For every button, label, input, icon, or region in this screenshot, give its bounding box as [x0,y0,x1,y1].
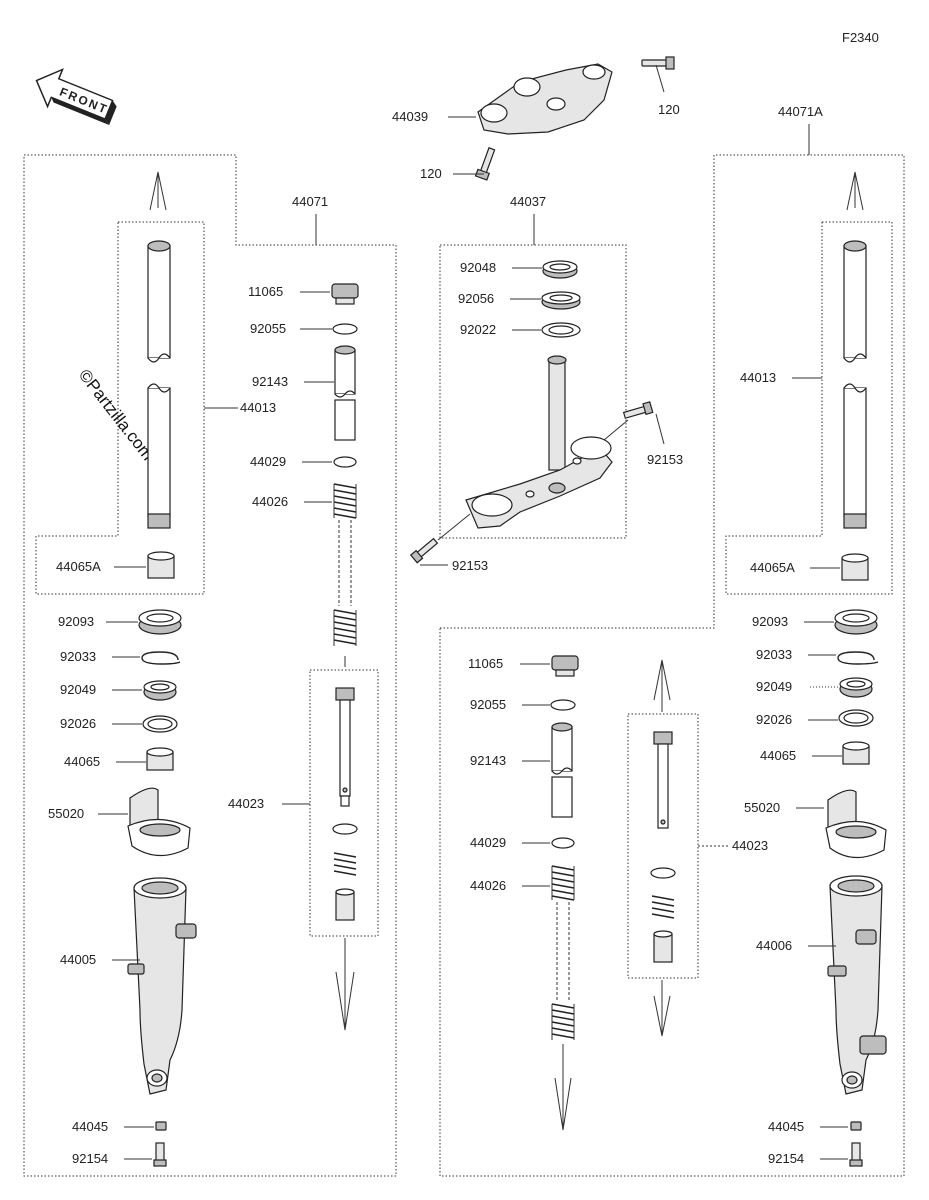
label-r-dust-seal: 92049 [756,679,792,694]
right-bolt-part [849,1142,863,1167]
right-guide-bush-part [841,553,869,581]
left-circlip-part [141,651,181,665]
label-l-slide-bush: 44065 [64,754,100,769]
front-arrow-icon: FRONT [35,68,117,125]
right-oil-seal-part [834,609,878,635]
stem-seal-2-part [541,291,581,310]
left-bolt-part [153,1142,167,1167]
right-fork-cover-part [825,789,887,859]
left-washer-2-part [142,715,178,733]
left-oil-seal-part [138,609,182,635]
label-l-outer-tube: 44005 [60,952,96,967]
left-oring-part [332,323,358,335]
stem-bolt-left-part [409,537,439,564]
label-r-guide-bush: 44065A [750,560,795,575]
left-collar-part [334,345,356,441]
right-inner-tube-frame [725,221,893,595]
right-collar-part [551,722,573,818]
left-outer-tube-part [127,877,197,1095]
upper-bolt-left-part [474,147,496,181]
right-inner-tube-part [843,240,867,529]
label-l-inner-tube: 44013 [240,400,276,415]
label-r-gasket: 44045 [768,1119,804,1134]
label-l-cover: 55020 [48,806,84,821]
label-upper-bolt-left: 120 [420,166,442,181]
right-oring-part [550,699,576,711]
label-l-guide-bush: 44065A [56,559,101,574]
label-r-bolt: 92154 [768,1151,804,1166]
label-l-washer-2: 92026 [60,716,96,731]
stem-seal-3-part [541,322,581,338]
right-slide-bush-part [842,741,870,765]
left-fork-cover-part [127,787,191,857]
label-r-circlip: 92033 [756,647,792,662]
right-washer-2-part [838,709,874,727]
left-cylinder-frame [309,669,379,937]
right-washer-part [551,837,575,849]
upper-bolt-right-part [641,56,675,70]
label-l-plug: 11065 [248,284,283,299]
label-l-washer: 44029 [250,454,286,469]
left-gasket-part [155,1121,167,1131]
label-l-oring: 92055 [250,321,286,336]
label-stem-seal-2: 92056 [458,291,494,306]
label-stem-bolt-right: 92153 [647,452,683,467]
stem-bolt-right-part [622,401,654,419]
label-r-cover: 55020 [744,800,780,815]
steering-stem-part [465,355,613,529]
label-right-fork-assy: 44071A [778,104,823,119]
figure-code: F2340 [842,30,879,45]
label-r-plug: 11065 [468,656,503,671]
stem-assy-frame [439,244,627,539]
label-stem-seal-1: 92048 [460,260,496,275]
right-gasket-part [850,1121,862,1131]
left-slide-bush-part [146,747,174,771]
left-washer-part [333,456,357,468]
label-l-oil-seal: 92093 [58,614,94,629]
label-r-oil-seal: 92093 [752,614,788,629]
label-l-circlip: 92033 [60,649,96,664]
right-circlip-part [837,651,879,665]
label-r-cylinder: 44023 [732,838,768,853]
label-l-cylinder: 44023 [228,796,264,811]
left-dust-seal-part [143,680,177,701]
upper-bracket-part [477,63,613,135]
label-l-bolt: 92154 [72,1151,108,1166]
left-spring-part [333,483,357,646]
label-r-collar: 92143 [470,753,506,768]
label-l-gasket: 44045 [72,1119,108,1134]
label-stem-bolt-left: 92153 [452,558,488,573]
label-r-spring: 44026 [470,878,506,893]
label-r-slide-bush: 44065 [760,748,796,763]
label-upper-bracket: 44039 [392,109,428,124]
left-inner-tube-part [147,240,171,529]
label-l-collar: 92143 [252,374,288,389]
right-cylinder-part [650,731,676,963]
right-spring-part [551,865,575,1040]
right-cylinder-frame [627,713,699,979]
label-stem-assy: 44037 [510,194,546,209]
label-upper-bolt-right: 120 [658,102,680,117]
right-plug-part [551,655,579,677]
label-r-washer: 44029 [470,835,506,850]
watermark-text: ©Partzilla.com [75,366,158,464]
right-dust-seal-part [839,677,873,698]
label-left-fork-assy: 44071 [292,194,328,209]
right-outer-tube-part [827,875,887,1095]
label-stem-seal-3: 92022 [460,322,496,337]
label-l-spring: 44026 [252,494,288,509]
left-fork-assy-frame [23,154,397,1177]
left-plug-part [331,283,359,305]
label-r-washer-2: 92026 [756,712,792,727]
left-cylinder-part [332,687,358,921]
label-r-outer-tube: 44006 [756,938,792,953]
label-r-oring: 92055 [470,697,506,712]
left-guide-bush-part [147,551,175,579]
label-r-inner-tube: 44013 [740,370,776,385]
label-l-dust-seal: 92049 [60,682,96,697]
stem-seal-1-part [542,260,578,279]
right-fork-assy-frame [439,154,905,1177]
